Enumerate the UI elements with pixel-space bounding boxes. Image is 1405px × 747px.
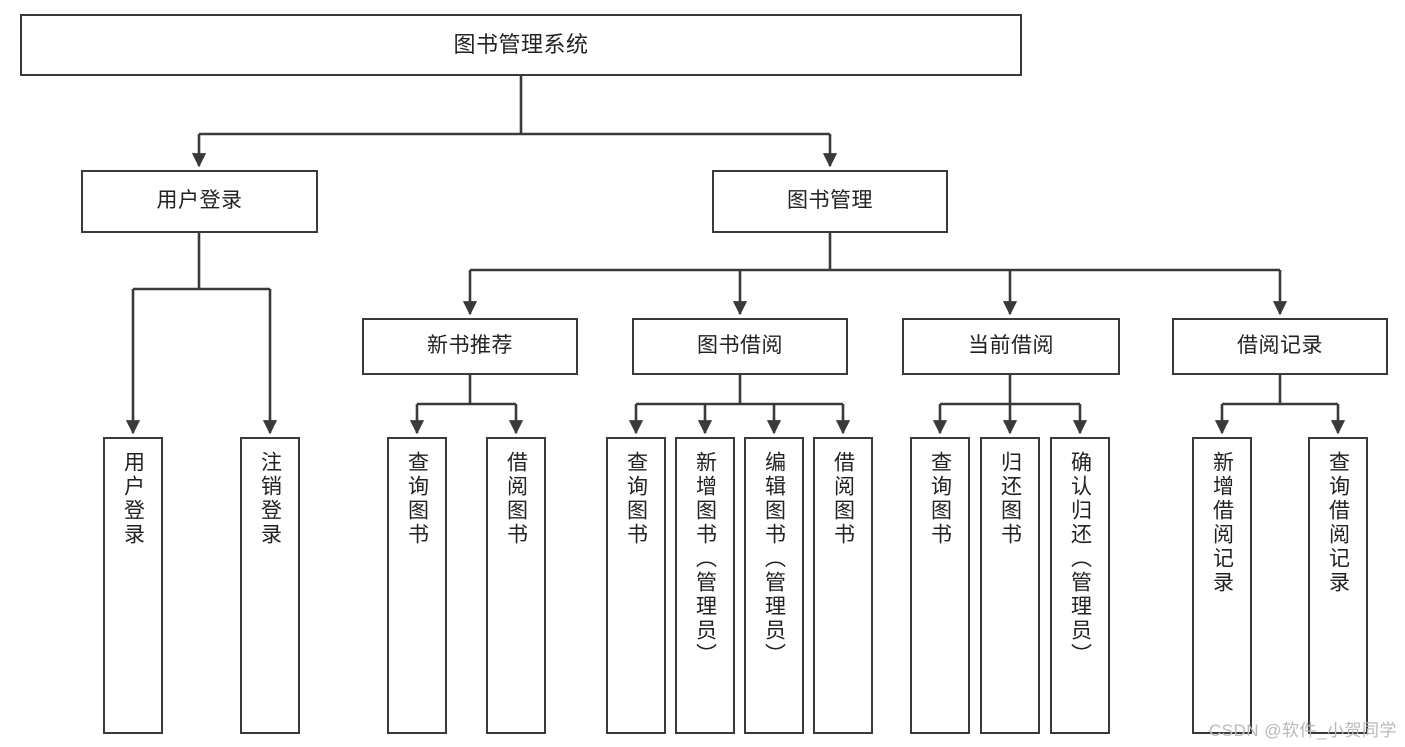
node-label: 查询图书	[624, 451, 648, 547]
node-leaf-user-login[interactable]: 用户登录	[103, 437, 163, 734]
node-label: 用户登录	[121, 451, 145, 547]
node-label: 当前借阅	[968, 334, 1054, 358]
node-leaf-return-book[interactable]: 归还图书	[980, 437, 1040, 734]
node-label: 查询图书	[405, 451, 429, 547]
node-book-borrow[interactable]: 图书借阅	[632, 318, 848, 375]
node-user-login[interactable]: 用户登录	[81, 170, 318, 233]
node-label: 借阅图书	[831, 451, 855, 547]
node-leaf-logout[interactable]: 注销登录	[240, 437, 300, 734]
node-label: 图书借阅	[697, 334, 783, 358]
node-borrow-record[interactable]: 借阅记录	[1172, 318, 1388, 375]
node-new-book-recommend[interactable]: 新书推荐	[362, 318, 578, 375]
node-leaf-borrow-query-book[interactable]: 查询图书	[606, 437, 666, 734]
node-label: 归还图书	[998, 451, 1022, 547]
node-label: 查询借阅记录	[1326, 451, 1350, 595]
node-label: 图书管理	[787, 189, 873, 213]
node-label: 用户登录	[156, 189, 243, 213]
node-leaf-confirm-return-admin[interactable]: 确认归还（管理员）	[1050, 437, 1110, 734]
node-label: 新增借阅记录	[1210, 451, 1234, 595]
node-leaf-newbook-borrow-book[interactable]: 借阅图书	[486, 437, 546, 734]
node-leaf-add-book-admin[interactable]: 新增图书（管理员）	[675, 437, 735, 734]
node-leaf-edit-book-admin[interactable]: 编辑图书（管理员）	[744, 437, 804, 734]
node-label: 查询图书	[928, 451, 952, 547]
node-label: 借阅图书	[504, 451, 528, 547]
node-current-borrow[interactable]: 当前借阅	[902, 318, 1120, 375]
node-label: 新增图书（管理员）	[693, 451, 717, 667]
node-label: 编辑图书（管理员）	[762, 451, 786, 667]
node-leaf-add-borrow-record[interactable]: 新增借阅记录	[1192, 437, 1252, 734]
node-label: 确认归还（管理员）	[1068, 451, 1092, 667]
node-label: 新书推荐	[427, 334, 513, 358]
node-label: 注销登录	[258, 451, 282, 547]
node-leaf-query-borrow-record[interactable]: 查询借阅记录	[1308, 437, 1368, 734]
node-root-book-management-system[interactable]: 图书管理系统	[20, 14, 1022, 76]
node-book-management[interactable]: 图书管理	[712, 170, 948, 233]
node-label: 图书管理系统	[453, 32, 589, 58]
node-leaf-current-query-book[interactable]: 查询图书	[910, 437, 970, 734]
watermark-text: CSDN @软件_小贺同学	[1208, 721, 1397, 740]
node-leaf-newbook-query-book[interactable]: 查询图书	[387, 437, 447, 734]
node-leaf-borrow-book[interactable]: 借阅图书	[813, 437, 873, 734]
node-label: 借阅记录	[1237, 334, 1323, 358]
